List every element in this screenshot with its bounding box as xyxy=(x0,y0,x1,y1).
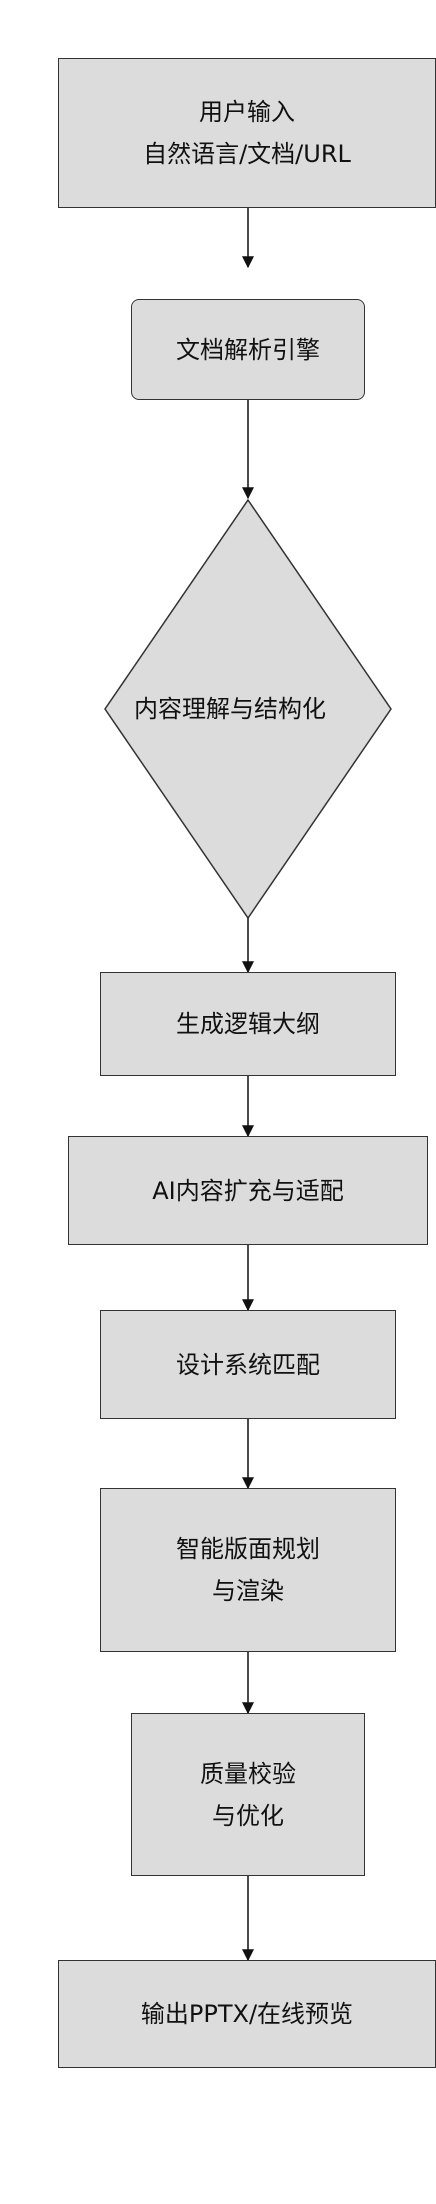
node-outline: 生成逻辑大纲 xyxy=(100,972,396,1076)
node-ai: AI内容扩充与适配 xyxy=(68,1136,428,1245)
node-input: 用户输入 自然语言/文档/URL xyxy=(58,58,436,208)
node-layout: 智能版面规划 与渲染 xyxy=(100,1488,396,1652)
node-qa-label: 质量校验 与优化 xyxy=(200,1759,296,1830)
node-design-label: 设计系统匹配 xyxy=(176,1350,320,1379)
node-ai-label: AI内容扩充与适配 xyxy=(152,1176,344,1205)
node-parse: 文档解析引擎 xyxy=(131,299,365,400)
node-parse-label: 文档解析引擎 xyxy=(176,335,320,364)
node-output-label: 输出PPTX/在线预览 xyxy=(140,2000,354,2028)
node-understand-label: 内容理解与结构化 xyxy=(134,695,326,723)
node-input-label: 用户输入 自然语言/文档/URL xyxy=(143,98,351,168)
node-layout-label: 智能版面规划 与渲染 xyxy=(176,1535,320,1605)
node-outline-label: 生成逻辑大纲 xyxy=(176,1010,320,1038)
node-design: 设计系统匹配 xyxy=(100,1310,396,1419)
node-output: 输出PPTX/在线预览 xyxy=(58,1960,436,2068)
node-qa: 质量校验 与优化 xyxy=(131,1713,365,1876)
